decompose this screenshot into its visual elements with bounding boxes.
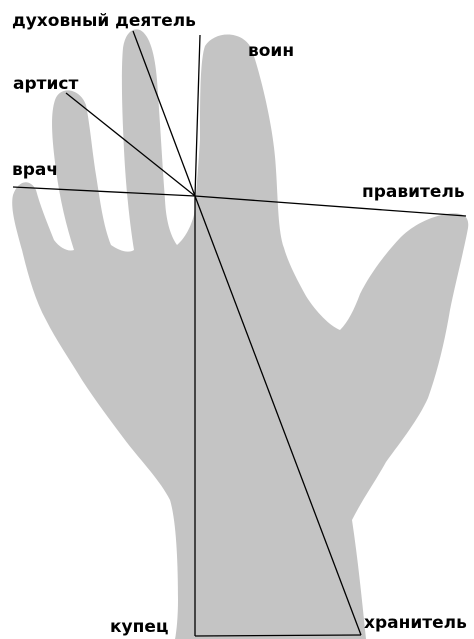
hand-silhouette <box>12 29 468 639</box>
label-artist: артист <box>13 76 78 93</box>
label-keeper: хранитель <box>364 615 467 632</box>
label-warrior: воин <box>248 43 294 60</box>
line-doctor <box>13 187 195 196</box>
label-doctor: врач <box>12 162 58 179</box>
label-ruler: правитель <box>362 184 465 201</box>
label-merchant: купец <box>110 619 169 636</box>
label-spiritual-leader: духовный деятель <box>12 13 196 30</box>
